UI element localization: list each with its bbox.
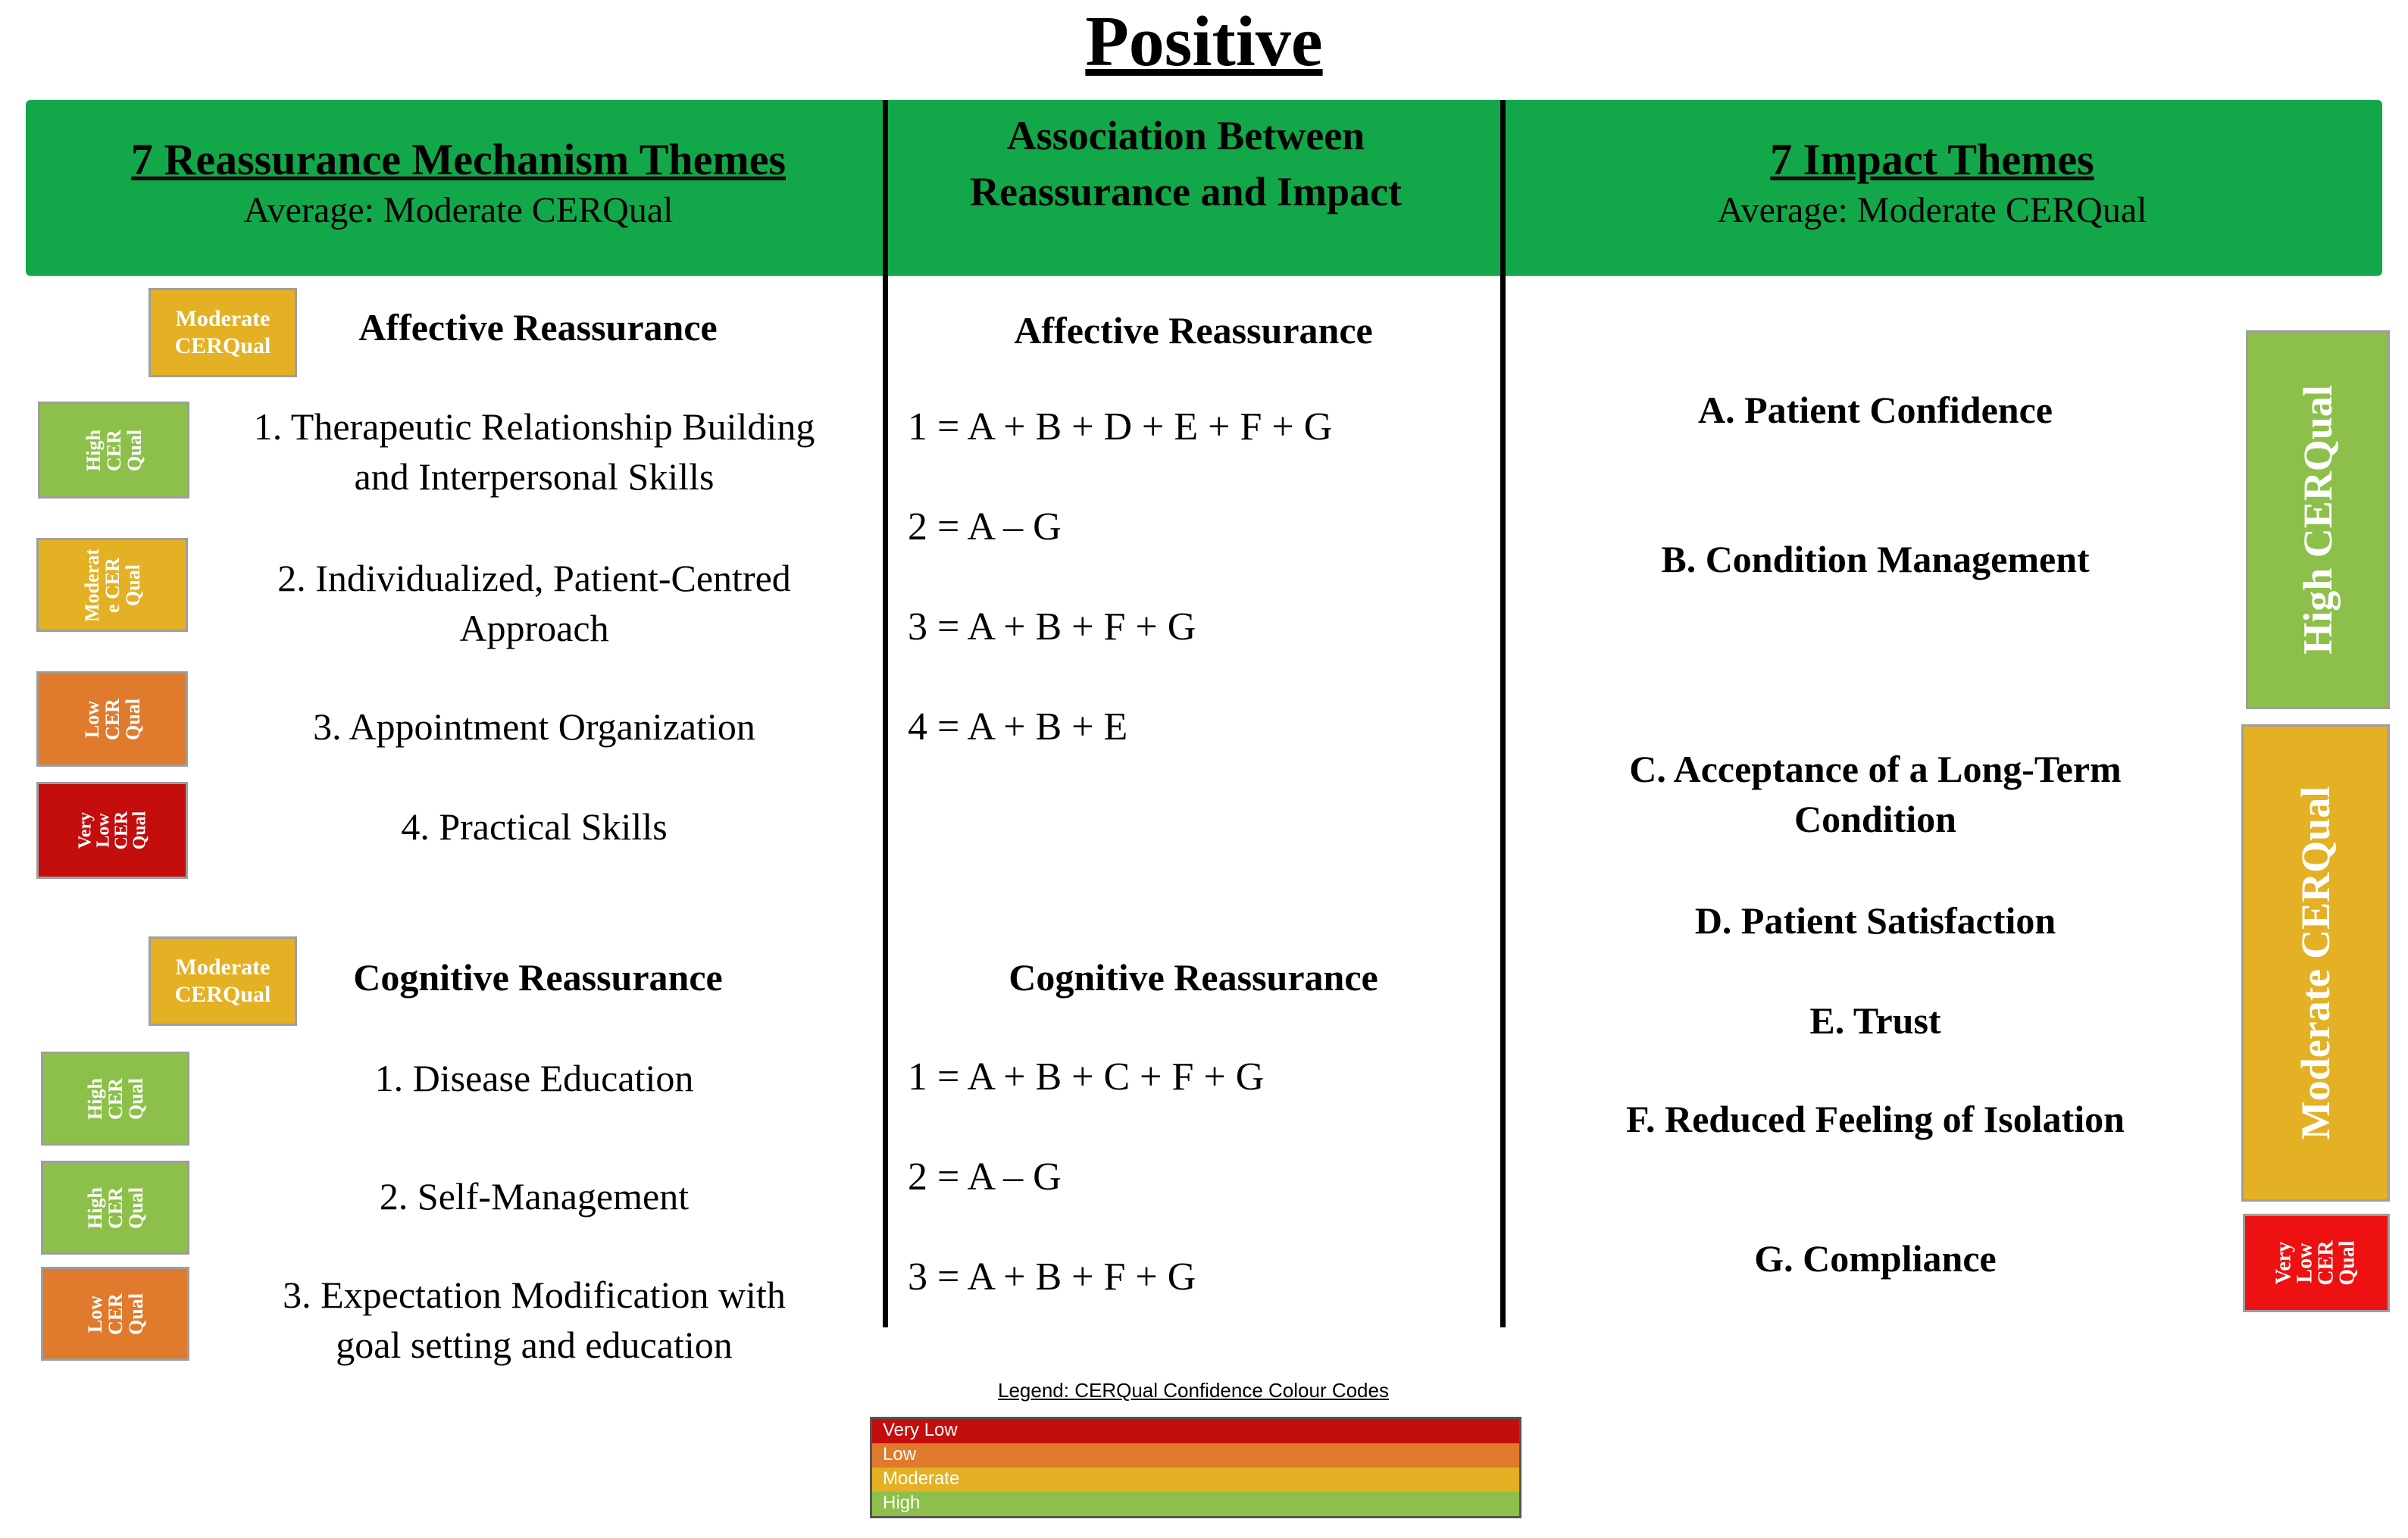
affective-heading: Affective Reassurance xyxy=(358,306,718,349)
affective-cerqual-badge-label: Moderate CERQual xyxy=(174,306,271,358)
affective-item-4: 4. Practical Skills xyxy=(401,805,668,848)
assoc-cognitive-3: 3 = A + B + F + G xyxy=(908,1255,1196,1299)
impact-high-cerqual-bar: High CERQual xyxy=(2246,330,2390,709)
impact-a: A. Patient Confidence xyxy=(1698,389,2053,431)
legend-title: Legend: CERQual Confidence Colour Codes xyxy=(998,1379,1389,1402)
column-divider-right xyxy=(1500,100,1506,1327)
page-title: Positive xyxy=(1085,2,1323,81)
impact-g: G. Compliance xyxy=(1754,1237,1997,1280)
header-right-subtitle: Average: Moderate CERQual xyxy=(1717,190,2147,230)
cognitive-cerqual-badge: Moderate CERQual xyxy=(149,936,297,1026)
legend-row-moderate: Moderate xyxy=(872,1468,1519,1492)
affective-item-2-badge: Moderat e CER Qual xyxy=(36,538,188,632)
header-left: 7 Reassurance Mechanism Themes Average: … xyxy=(45,133,871,235)
cognitive-cerqual-badge-label: Moderate CERQual xyxy=(174,955,271,1007)
affective-item-3-badge: Low CER Qual xyxy=(36,671,188,767)
cognitive-heading: Cognitive Reassurance xyxy=(353,956,723,999)
impact-moderate-cerqual-bar: Moderate CERQual xyxy=(2241,724,2390,1202)
assoc-cognitive-2: 2 = A – G xyxy=(908,1155,1062,1199)
header-middle-line2: Reassurance and Impact xyxy=(969,169,1402,214)
legend-row-low: Low xyxy=(872,1443,1519,1468)
impact-f: F. Reduced Feeling of Isolation xyxy=(1626,1098,2125,1140)
assoc-affective-4: 4 = A + B + E xyxy=(908,705,1128,749)
header-middle: Association Between Reassurance and Impa… xyxy=(887,108,1485,220)
assoc-affective-heading: Affective Reassurance xyxy=(1014,309,1373,352)
column-divider-left xyxy=(883,100,888,1327)
header-right: 7 Impact Themes Average: Moderate CERQua… xyxy=(1508,133,2356,235)
affective-item-3: 3. Appointment Organization xyxy=(313,705,755,748)
assoc-cognitive-heading: Cognitive Reassurance xyxy=(1009,956,1378,999)
impact-e: E. Trust xyxy=(1809,999,1941,1042)
header-left-title: 7 Reassurance Mechanism Themes xyxy=(130,135,787,184)
impact-b: B. Condition Management xyxy=(1661,538,2090,580)
legend-row-very-low: Very Low xyxy=(872,1419,1519,1443)
affective-item-1: 1. Therapeutic Relationship Building and… xyxy=(253,405,815,498)
impact-c: C. Acceptance of a Long-Term Condition xyxy=(1629,748,2122,840)
affective-item-4-badge: Very Low CER Qual xyxy=(36,782,188,879)
cognitive-item-3-badge: Low CER Qual xyxy=(41,1267,189,1361)
cognitive-item-1-badge: High CER Qual xyxy=(41,1052,189,1146)
legend-row-high: High xyxy=(872,1492,1519,1516)
header-bar xyxy=(26,100,2382,276)
assoc-affective-2: 2 = A – G xyxy=(908,505,1062,549)
header-right-title: 7 Impact Themes xyxy=(1770,135,2094,184)
cognitive-item-3: 3. Expectation Modification with goal se… xyxy=(283,1274,786,1366)
legend: Very Low Low Moderate High xyxy=(870,1417,1521,1518)
cognitive-item-1: 1. Disease Education xyxy=(374,1057,694,1099)
impact-very-low-cerqual-bar: Very Low CER Qual xyxy=(2243,1214,2390,1312)
assoc-affective-3: 3 = A + B + F + G xyxy=(908,605,1196,649)
impact-d: D. Patient Satisfaction xyxy=(1694,899,2056,942)
header-left-subtitle: Average: Moderate CERQual xyxy=(243,190,674,230)
header-middle-line1: Association Between xyxy=(1006,113,1365,158)
affective-item-1-badge: High CER Qual xyxy=(38,402,189,499)
cognitive-item-2-badge: High CER Qual xyxy=(41,1161,189,1255)
assoc-affective-1: 1 = A + B + D + E + F + G xyxy=(908,405,1333,449)
affective-item-2: 2. Individualized, Patient-Centred Appro… xyxy=(277,557,791,649)
cognitive-item-2: 2. Self-Management xyxy=(379,1175,690,1218)
affective-cerqual-badge: Moderate CERQual xyxy=(149,288,297,377)
assoc-cognitive-1: 1 = A + B + C + F + G xyxy=(908,1055,1265,1099)
